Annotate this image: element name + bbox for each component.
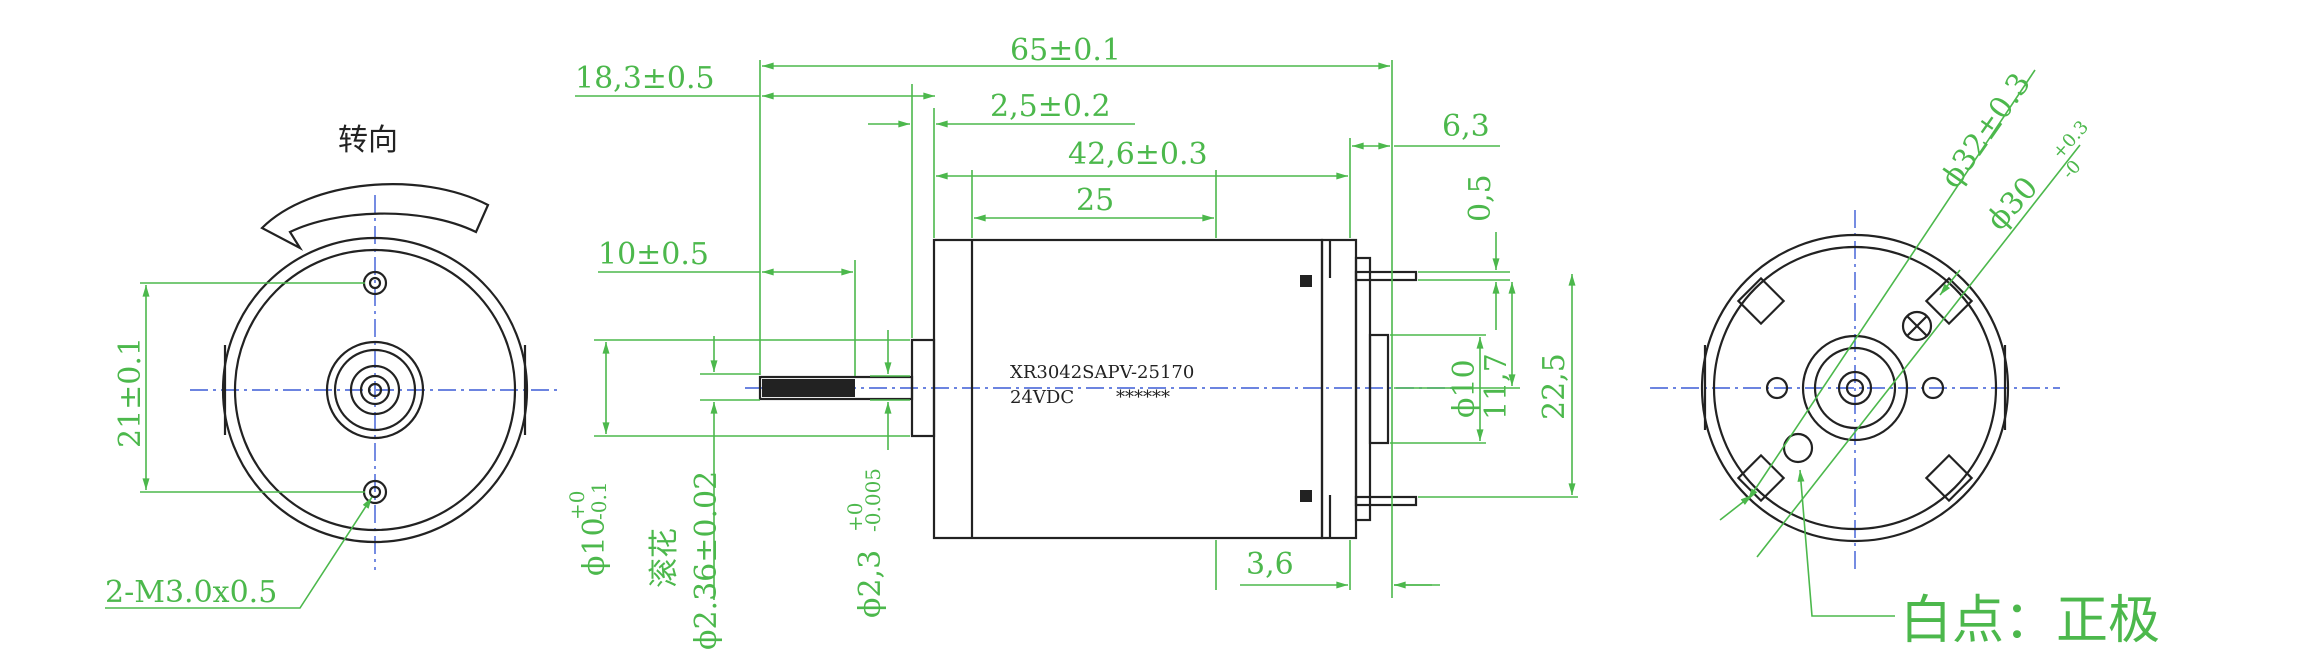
shaft-dia-dim: ϕ2,3 (853, 550, 888, 618)
rear-view: ϕ32±0.3 ϕ30 +0.3 -0 白点：正极 (1650, 67, 2160, 651)
polarity-note: 白点：正极 (1900, 591, 2160, 651)
label-length-dim: 25 (1076, 183, 1114, 218)
shaft-dia-tol-lower: -0.005 (861, 468, 885, 532)
motor-model: XR3042SAPV-25170 (1010, 362, 1194, 383)
knurl-length-dim: 10±0.5 (598, 237, 709, 272)
body-length-dim: 42,6±0.3 (1068, 137, 1208, 172)
shaft-dia-tol-upper: +0 (843, 503, 867, 532)
terminal-thickness-dim: 0,5 (1463, 174, 1498, 222)
serial: ****** (1116, 387, 1170, 408)
front-view: 转向 21±0.1 2-M3.0x0.5 (105, 123, 560, 610)
boss-dia-dim: ϕ10 (577, 517, 612, 576)
terminal-length-dim: 6,3 (1442, 109, 1490, 144)
mount-dia-dim: ϕ30 (1980, 170, 2045, 237)
terminal-height-dim: 11,7 (1479, 353, 1514, 420)
knurl-dia-dim: ϕ2.36±0.02 (689, 471, 724, 650)
overall-length-dim: 65±0.1 (1010, 33, 1121, 68)
rotation-label: 转向 (338, 123, 398, 158)
knurl-label: 滚花 (647, 528, 682, 588)
terminal-offset-dim: 3,6 (1246, 547, 1294, 582)
hole-spacing-dim: 21±0.1 (113, 337, 148, 448)
side-view: XR3042SAPV-25170 24VDC ****** 65±0.1 18,… (565, 33, 1578, 650)
terminal-span-dim: 22,5 (1537, 353, 1572, 420)
boss-dia-tol-lower: -0.1 (587, 481, 611, 520)
thread-note: 2-M3.0x0.5 (105, 575, 277, 610)
boss-length-dim: 2,5±0.2 (990, 89, 1111, 124)
boss-dia-tol-upper: +0 (565, 491, 589, 520)
voltage: 24VDC (1010, 387, 1074, 408)
shaft-extension-dim: 18,3±0.5 (575, 61, 715, 96)
